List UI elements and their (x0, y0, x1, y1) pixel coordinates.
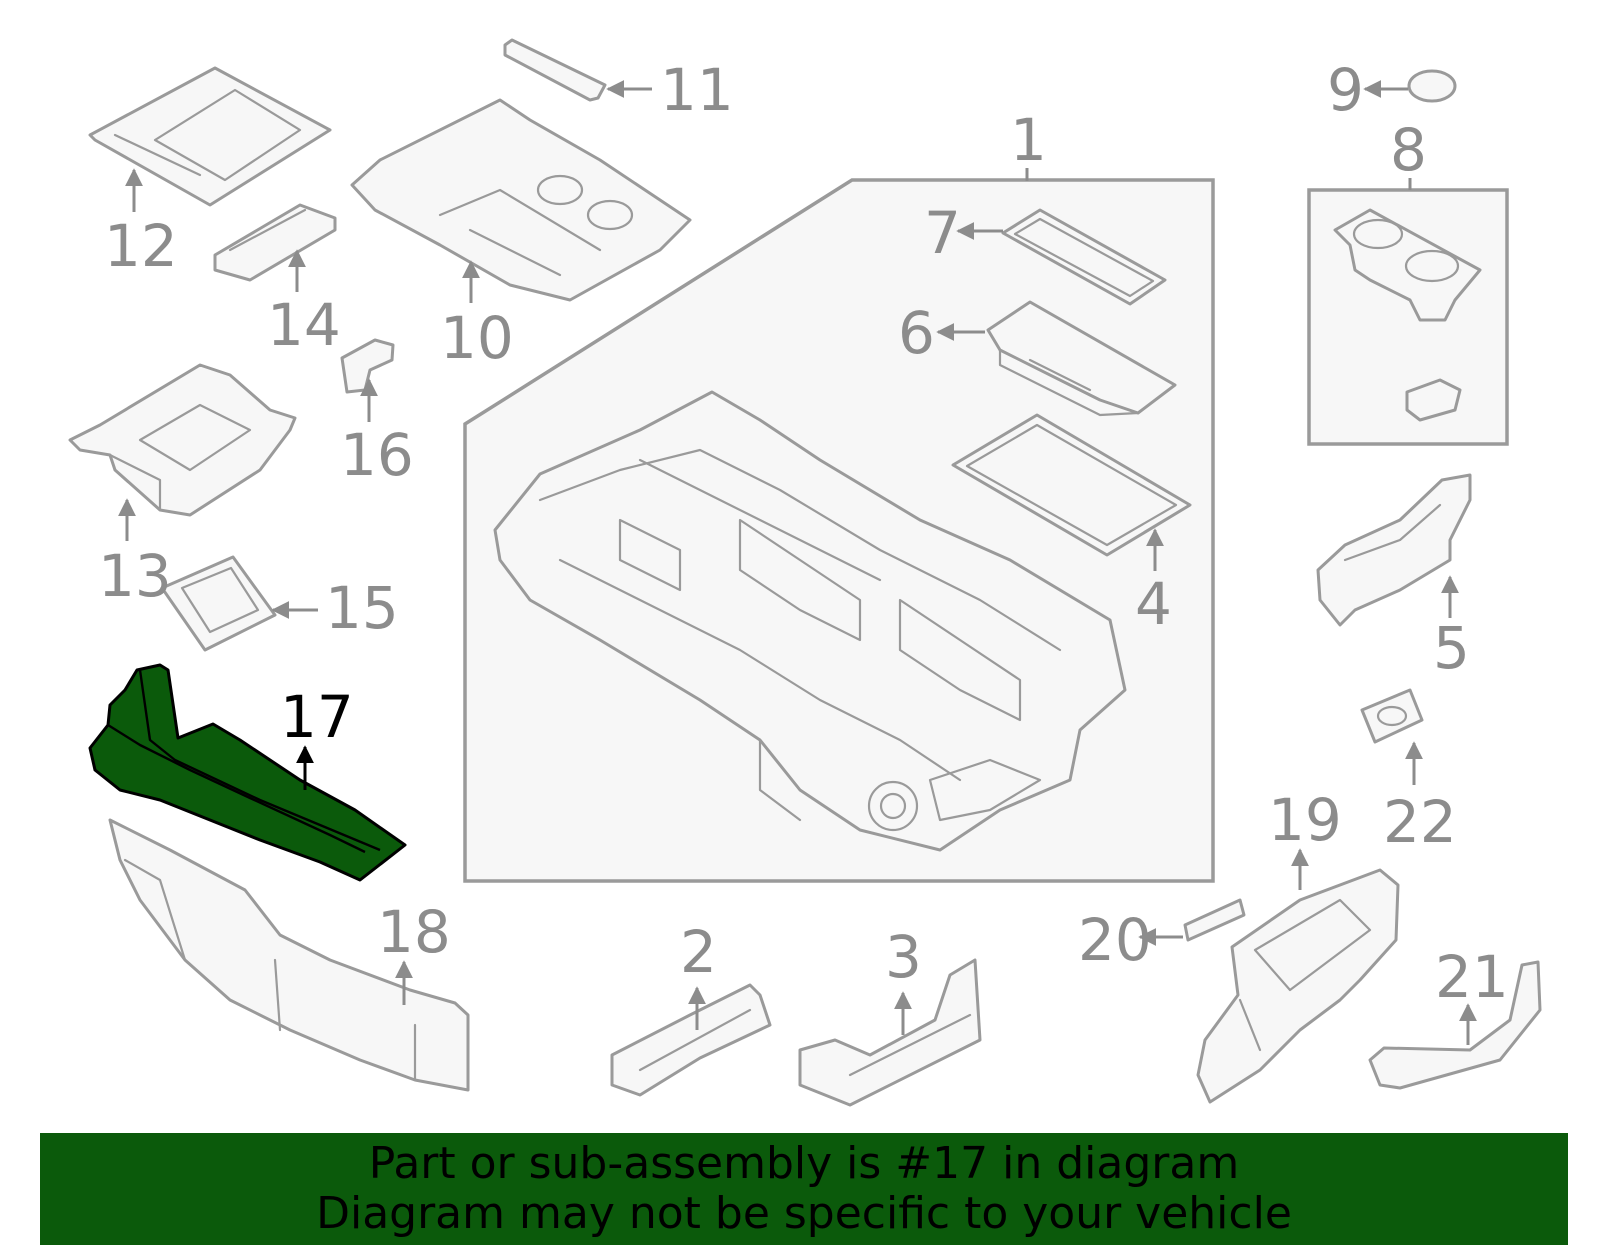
banner-line-2: Diagram may not be specific to your vehi… (316, 1188, 1292, 1239)
part-13-bin[interactable] (68, 363, 297, 517)
part-1-console-base[interactable] (493, 390, 1127, 852)
label-3: 3 (885, 923, 922, 991)
part-17-highlighted-trim[interactable] (88, 663, 407, 882)
label-11: 11 (660, 56, 734, 124)
label-7: 7 (924, 199, 961, 267)
part-labels: 1 2 3 4 5 6 7 8 9 10 11 12 13 14 15 16 1… (98, 56, 1509, 1011)
part-22-switch[interactable] (1360, 688, 1424, 744)
label-22: 22 (1383, 788, 1457, 856)
label-5: 5 (1433, 614, 1470, 682)
part-11-strip[interactable] (503, 38, 607, 102)
part-7-liner[interactable] (1001, 208, 1167, 306)
label-14: 14 (267, 291, 341, 359)
label-8: 8 (1390, 116, 1427, 184)
part-9-ring[interactable] (1407, 69, 1457, 103)
label-4: 4 (1135, 570, 1172, 638)
banner-line-1: Part or sub-assembly is #17 in diagram (368, 1138, 1240, 1189)
part-3-bracket[interactable] (798, 958, 982, 1107)
label-21: 21 (1435, 943, 1509, 1011)
part-12-tray-cover[interactable] (88, 66, 332, 207)
part-16-clip[interactable] (340, 338, 395, 394)
part-19-rear-vent[interactable] (1196, 868, 1400, 1104)
part-4-mat[interactable] (951, 413, 1192, 557)
info-banner: Part or sub-assembly is #17 in diagram D… (40, 1133, 1568, 1245)
label-20: 20 (1078, 906, 1152, 974)
part-5-side-bracket[interactable] (1316, 473, 1472, 627)
part-21-trim-strip[interactable] (1368, 960, 1542, 1090)
label-17: 17 (280, 683, 354, 751)
label-2: 2 (680, 918, 717, 986)
label-19: 19 (1268, 786, 1342, 854)
label-18: 18 (377, 898, 451, 966)
label-9: 9 (1327, 56, 1364, 124)
part-6-tray[interactable] (986, 300, 1177, 417)
part-10-top-panel[interactable] (350, 98, 692, 302)
part-18-lower-panel[interactable] (108, 818, 470, 1092)
label-10: 10 (440, 304, 514, 372)
label-1: 1 (1010, 106, 1047, 174)
label-13: 13 (98, 542, 172, 610)
label-16: 16 (340, 421, 414, 489)
label-15: 15 (325, 574, 399, 642)
part-8-cupholder-kit[interactable] (1307, 188, 1509, 446)
part-2-bracket[interactable] (610, 983, 772, 1097)
leader-arrows (118, 80, 1477, 1045)
label-12: 12 (104, 212, 178, 280)
part-15-bracket[interactable] (160, 555, 277, 652)
label-6: 6 (898, 299, 935, 367)
part-20-badge[interactable] (1183, 898, 1246, 942)
part-14-pad[interactable] (213, 203, 337, 282)
